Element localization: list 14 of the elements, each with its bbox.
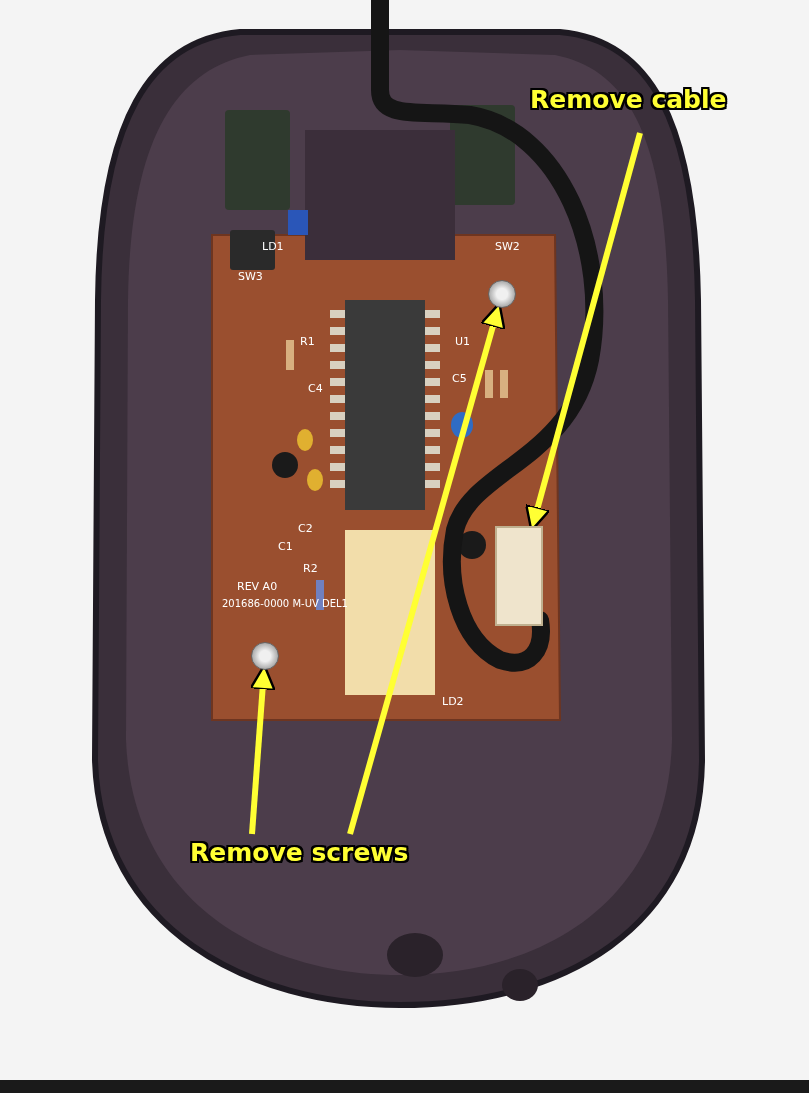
silkscreen-label: LD2 bbox=[442, 695, 464, 708]
silkscreen-label: C2 bbox=[298, 522, 313, 535]
silkscreen-label: SW3 bbox=[238, 270, 263, 283]
silkscreen-label: C4 bbox=[308, 382, 323, 395]
silkscreen-label: C1 bbox=[278, 540, 293, 553]
silkscreen-label: U1 bbox=[455, 335, 471, 348]
silkscreen-label: C5 bbox=[452, 372, 467, 385]
silkscreen-label: SW2 bbox=[495, 240, 520, 253]
silkscreen-label: R2 bbox=[303, 562, 318, 575]
callout-text: Remove screws bbox=[190, 838, 409, 867]
cable-connector bbox=[495, 526, 543, 626]
silkscreen-label: LD1 bbox=[262, 240, 284, 253]
silkscreen-label: REV A0 bbox=[237, 580, 278, 593]
silkscreen-label: R1 bbox=[300, 335, 315, 348]
